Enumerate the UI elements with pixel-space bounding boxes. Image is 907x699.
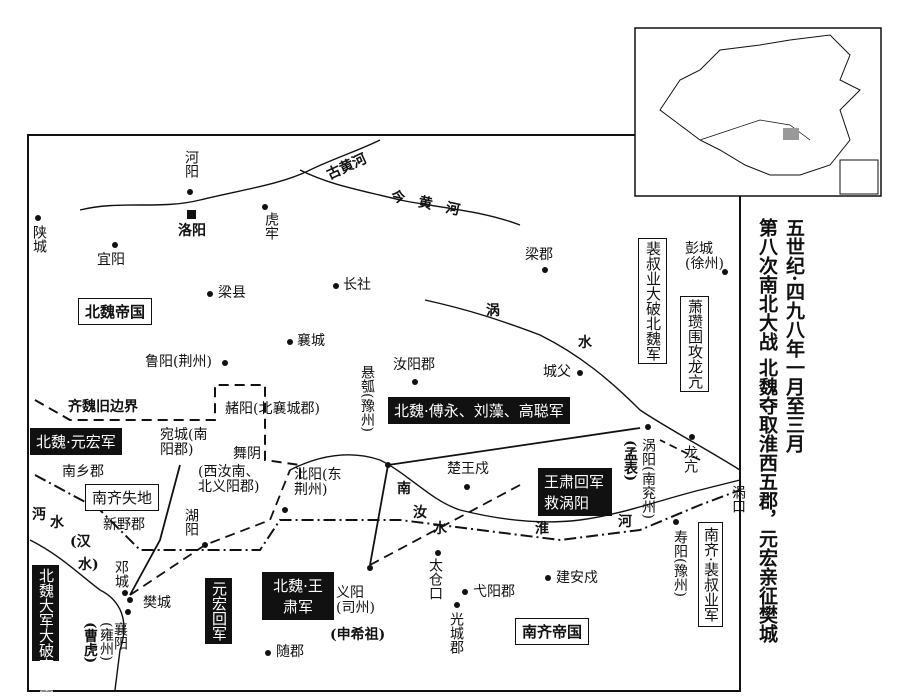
place-xinye: 新野郡 (103, 517, 145, 533)
river-guo-2: 水 (578, 335, 592, 351)
place-yiyang-sizhou: 义阳(司州) (336, 585, 375, 616)
river-mian-1: 沔 (32, 507, 46, 523)
river-mian-4: 水) (78, 557, 99, 573)
place-nanxiang: 南乡郡 (62, 464, 104, 480)
river-mian-2: 水 (50, 515, 64, 531)
place-luyang: 鲁阳(荆州) (145, 354, 212, 370)
place-mengbiao: (孟表) (622, 440, 638, 482)
river-ru-1: 南 (397, 481, 411, 497)
place-huyang: 湖阳 (183, 508, 199, 536)
place-heyang: 河阳 (183, 150, 199, 178)
place-pengcheng: 彭城(徐州) (685, 241, 724, 272)
callout-wei-victory: 北魏大军大破南齐守军 (32, 565, 59, 699)
place-taicang: 太仓口 (427, 558, 443, 600)
place-jianan: 建安戍 (556, 570, 598, 586)
place-wancheng: 宛城(南阳郡) (160, 427, 208, 458)
place-chuwang: 楚王戍 (447, 461, 489, 477)
place-xiangyang: 襄阳 (112, 622, 128, 650)
place-xiangcheng: 襄城 (297, 333, 325, 349)
old-border (34, 384, 301, 485)
region-lost: 南齐失地 (85, 484, 160, 511)
place-guoyang: 涡阳(南兖州) (640, 438, 656, 519)
place-liangjun: 梁郡 (525, 247, 553, 263)
river-ru-2: 汝 (413, 505, 427, 521)
place-biyang: 沘阳(东荆州) (294, 467, 342, 498)
title-line2: 第八次南北大战 北魏夺取淮西五郡，元宏亲征樊城 (756, 218, 778, 643)
inset-china-map (634, 27, 882, 197)
callout-pei-army: 南齐·裴叔业军 (698, 522, 723, 627)
callout-wangsu: 北魏·王肃军 (262, 572, 334, 620)
place-yiyangjun: 弋阳郡 (473, 584, 515, 600)
callout-wangsu-return: 王肃回军救涡阳 (538, 468, 612, 516)
old-border-label: 齐魏旧边界 (68, 399, 138, 415)
place-shouyang: 寿阳(豫州) (672, 530, 688, 597)
place-markers (35, 189, 728, 656)
place-caohu: (曹虎) (82, 622, 98, 664)
callout-yuanhong-return: 元宏回军 (205, 578, 232, 644)
place-liangxian: 梁县 (218, 285, 246, 301)
place-fancheng: 樊城 (143, 595, 171, 611)
callout-fuyong: 北魏·傅永、刘藻、高聪军 (388, 397, 570, 424)
river-huai-1: 淮 (535, 521, 549, 537)
callout-xiaozan: 萧瓒围攻龙亢 (680, 296, 709, 392)
place-suijun: 随郡 (276, 644, 304, 660)
new-border (34, 474, 741, 551)
place-dengcheng: 邓城 (113, 560, 129, 588)
river-mian-3: (汉 (70, 534, 91, 550)
title-line1: 五世纪·四九八年一月至三月 (783, 218, 805, 453)
place-wuyin-sub: (西汝南、北义阳郡) (198, 464, 260, 495)
river-ru-3: 水 (433, 521, 447, 537)
map-frame (27, 134, 741, 692)
region-north-wei: 北魏帝国 (78, 298, 153, 325)
place-xuanhu: 悬瓠(豫州) (359, 365, 375, 432)
place-shancheng: 陕城 (31, 225, 47, 253)
place-shenxizu: (申希祖) (330, 627, 386, 643)
place-changshe: 长社 (343, 277, 371, 293)
place-yongzhou: (雍州) (98, 622, 114, 661)
place-guangcheng: 光城郡 (448, 612, 464, 654)
place-yiyang: 宜阳 (97, 252, 125, 268)
place-hulao: 虎牢 (263, 212, 279, 240)
place-wuyin: 舞阴 (233, 446, 261, 462)
rivers (29, 139, 741, 691)
place-longkang: 龙亢 (682, 445, 698, 473)
region-south-qi: 南齐帝国 (515, 618, 590, 645)
callout-pei-victory: 裴叔业大破北魏军 (638, 238, 667, 364)
river-huai-2: 河 (618, 514, 632, 530)
callout-yuanhong: 北魏·元宏军 (30, 428, 122, 455)
place-zheyang: 赭阳(北襄城郡) (225, 401, 320, 417)
place-luoyang: 洛阳 (178, 223, 206, 239)
river-guo-1: 涡 (486, 303, 500, 319)
place-guokou: 涡口 (730, 485, 746, 513)
army-routes (129, 427, 701, 596)
place-chengfu: 城父 (543, 364, 571, 380)
place-ruyangjun: 汝阳郡 (393, 357, 435, 373)
